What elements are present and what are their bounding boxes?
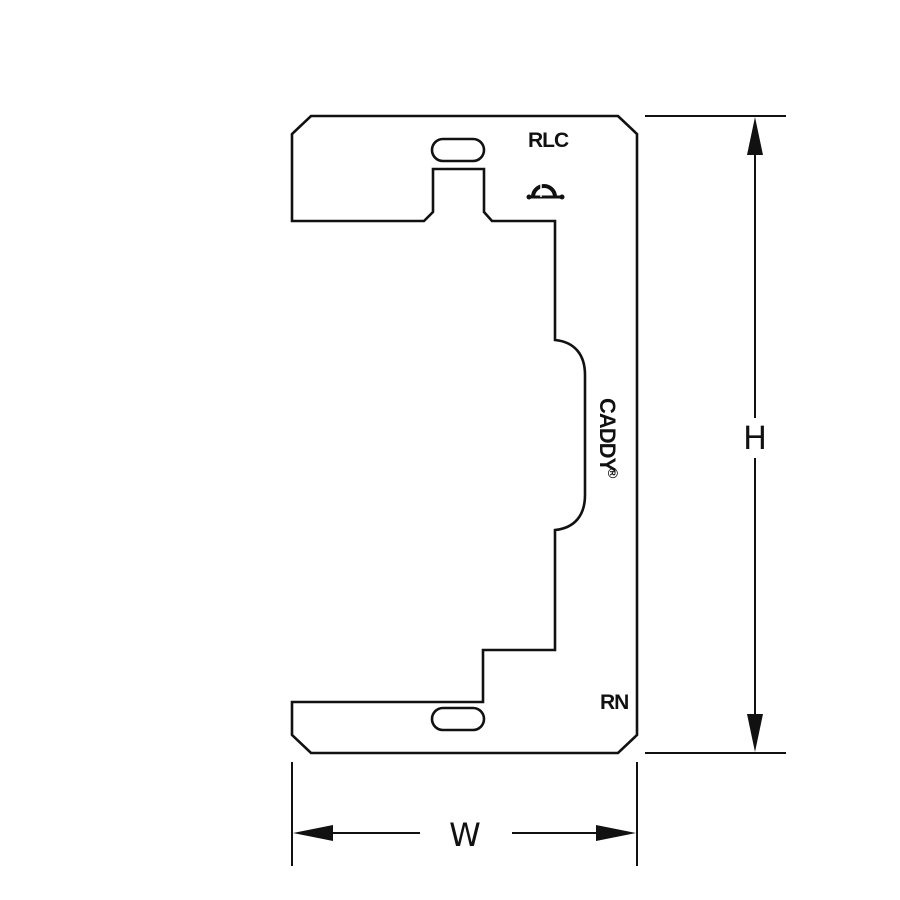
arrow-down-icon — [747, 714, 763, 752]
brand-label: CADDY — [595, 398, 620, 473]
height-dimension: H — [645, 115, 786, 754]
arrow-right-icon — [596, 825, 636, 841]
height-label: H — [743, 419, 767, 457]
bottom-label: RN — [600, 691, 628, 714]
top-label: RLC — [528, 129, 569, 152]
registered-mark: ® — [605, 468, 621, 479]
width-label: W — [449, 816, 481, 854]
top-slot — [430, 137, 486, 163]
width-dimension: W — [291, 762, 638, 866]
bracket-outline — [290, 114, 639, 755]
bottom-slot — [430, 706, 486, 732]
arrow-left-icon — [293, 825, 333, 841]
arrow-up-icon — [747, 117, 763, 155]
ul-certification-icon — [526, 184, 565, 200]
